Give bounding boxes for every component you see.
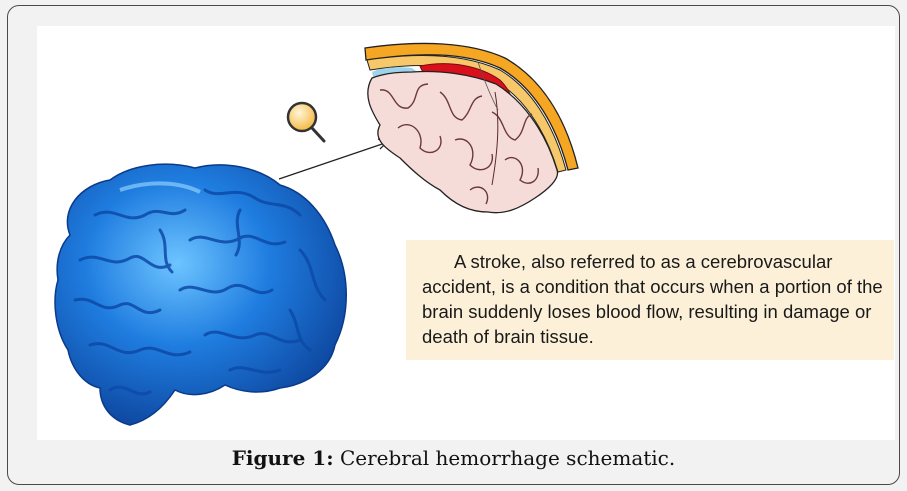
brain-3d-icon — [55, 164, 346, 425]
brain-cross-section-icon — [365, 43, 578, 212]
stroke-description-text: A stroke, also referred to as a cerebrov… — [422, 251, 883, 347]
pointer-line — [279, 143, 385, 179]
figure-caption-text: Cerebral hemorrhage schematic. — [340, 446, 675, 470]
magnifier-icon — [288, 103, 324, 141]
figure-caption: Figure 1: Cerebral hemorrhage schematic. — [0, 446, 907, 470]
figure-caption-label: Figure 1: — [232, 446, 334, 470]
stroke-description-box: A stroke, also referred to as a cerebrov… — [406, 240, 894, 360]
